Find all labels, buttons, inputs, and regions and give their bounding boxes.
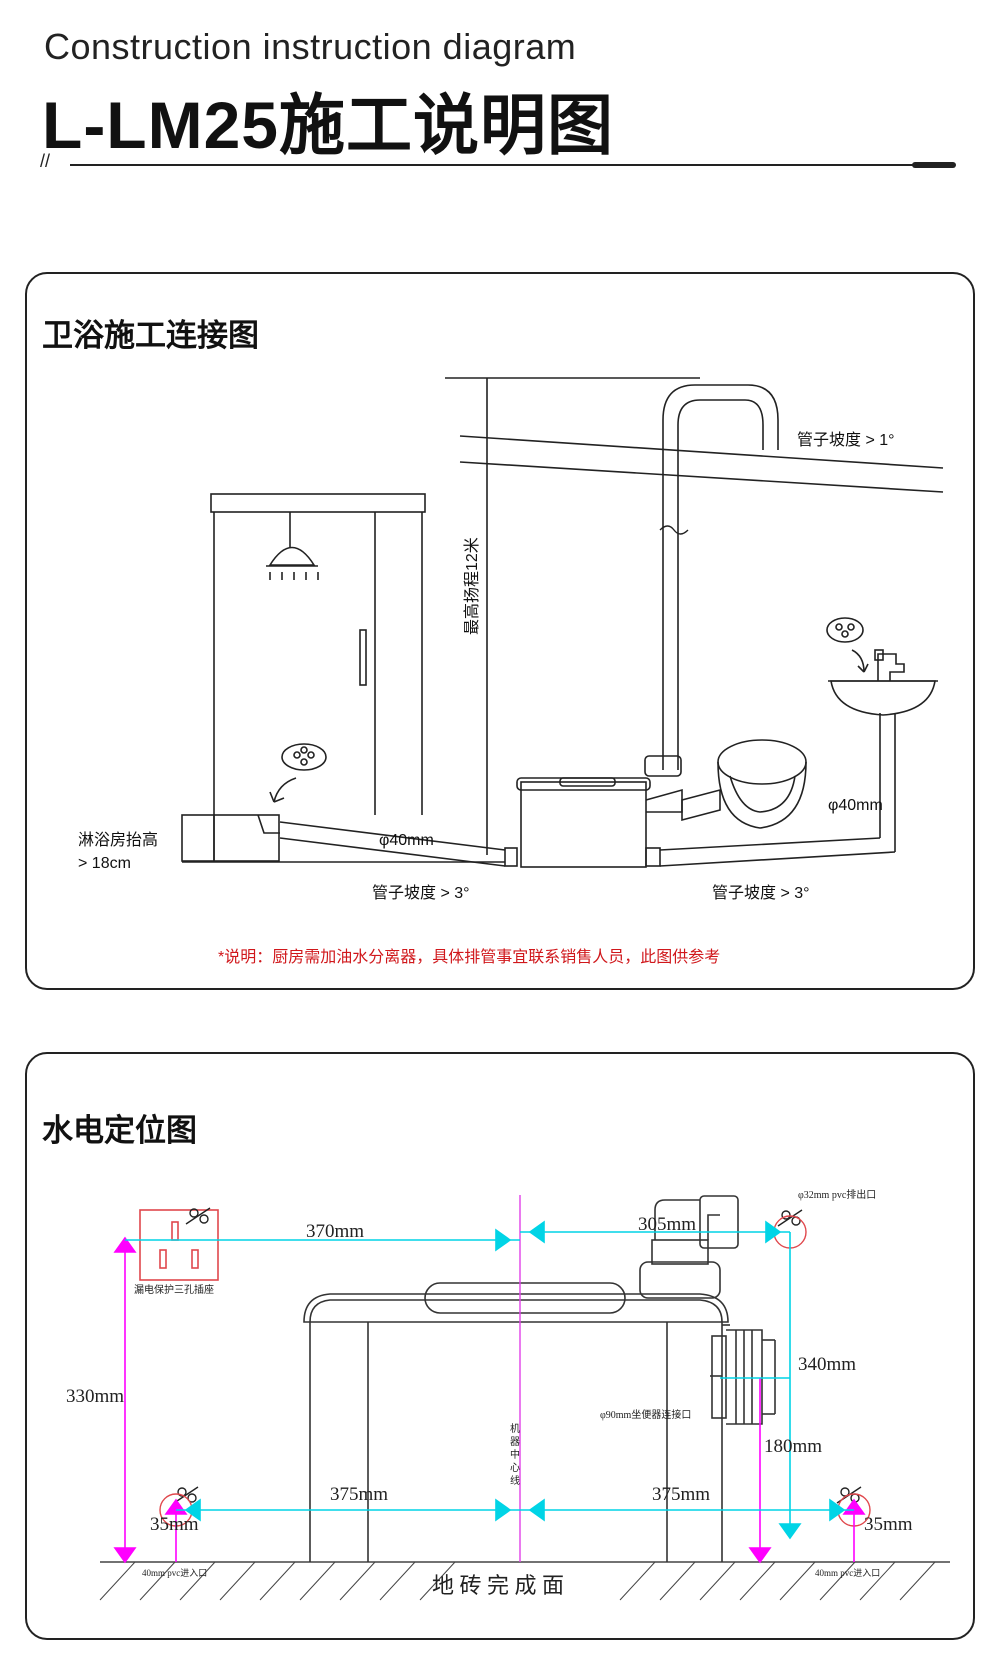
centerline-char-3: 中 [510,1448,520,1461]
dim-330-label: 330mm [66,1386,124,1407]
centerline-char-1: 机 [510,1422,520,1435]
dim-375-right-label: 375mm [652,1484,710,1505]
dim-370-label: 370mm [306,1221,364,1242]
plumbing-electric-title: 水电定位图 [42,1113,197,1148]
slope-right-label: 管子坡度 > 3° [712,884,810,902]
dim-305-label: 305mm [638,1214,696,1235]
dim-340-label: 340mm [798,1354,856,1375]
header-subtitle: Construction instruction diagram [44,26,577,67]
inlet-left-label: 40mm pvc进入口 [142,1568,207,1578]
header-divider [70,164,955,166]
socket-label: 漏电保护三孔插座 [134,1283,214,1296]
shower-raise-label-1: 淋浴房抬高 [78,831,158,849]
socket-box [139,1209,219,1281]
inlet-right-label: 40mm pvc进入口 [815,1568,880,1578]
header-slash: // [40,151,51,171]
centerline-char-5: 线 [510,1474,520,1487]
outlet-label: φ32mm pvc排出口 [798,1188,876,1201]
phi40-right-label: φ40mm [828,797,883,814]
dim-375-left-label: 375mm [330,1484,388,1505]
plumbing-electric-panel [25,1052,975,1640]
dim-35-right-label: 35mm [864,1514,913,1535]
page-title: L-LM25施工说明图 [42,88,614,162]
floor-finish-label: 地 砖 完 成 面 [432,1573,564,1598]
max-lift-label: 最高扬程12米 [463,537,481,635]
note-text: *说明：厨房需加油水分离器，具体排管事宜联系销售人员，此图供参考 [218,948,720,966]
centerline-char-2: 器 [510,1436,520,1448]
phi40-left-label: φ40mm [379,832,434,849]
dim-180-label: 180mm [764,1436,822,1457]
header-divider-cap [912,162,956,168]
slope-top-label: 管子坡度 > 1° [797,431,895,449]
bathroom-connection-panel [25,272,975,990]
toilet-connector-label: φ90mm坐便器连接口 [600,1408,691,1421]
shower-raise-label-2: > 18cm [78,855,131,872]
bathroom-connection-title: 卫浴施工连接图 [42,318,259,353]
centerline-char-4: 心 [510,1462,520,1474]
dim-35-left-label: 35mm [150,1514,199,1535]
slope-left-label: 管子坡度 > 3° [372,884,470,902]
